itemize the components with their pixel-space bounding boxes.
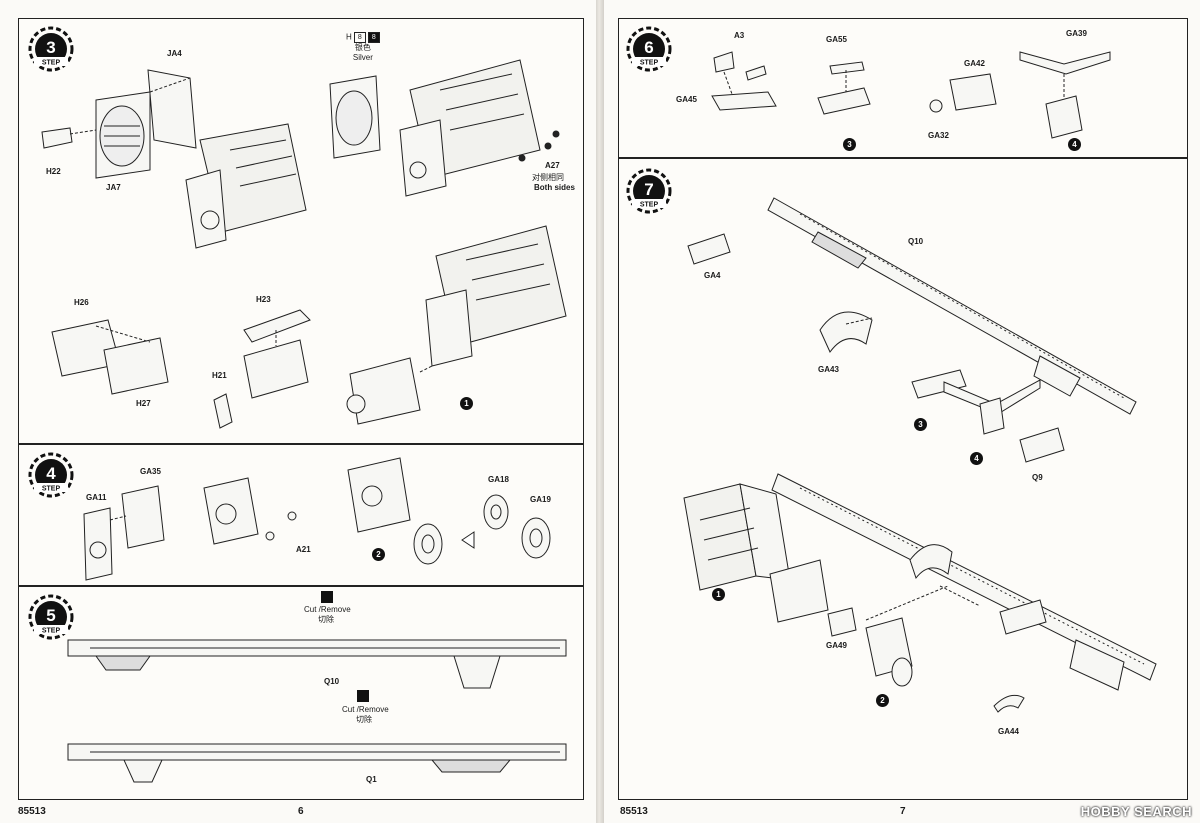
step5-badge: 5 STEP: [28, 594, 74, 640]
cut-remove-cn-2: 切除: [356, 715, 372, 724]
part-label-GA49: GA49: [826, 641, 847, 650]
both-sides-en: Both sides: [534, 183, 575, 192]
step7-number: 7: [644, 180, 653, 199]
part-label-H22: H22: [46, 167, 61, 176]
part-label-A27: A27: [545, 161, 560, 170]
step7-badge: 7 STEP: [626, 168, 672, 214]
paint-name-en: Silver: [352, 53, 373, 62]
part-label-H26: H26: [74, 298, 89, 307]
step6-panel: [618, 18, 1188, 158]
part-label-GA18: GA18: [488, 475, 509, 484]
part-label-A3: A3: [734, 31, 745, 40]
step3-number: 3: [46, 38, 55, 57]
cut-remove-en-2: Cut /Remove: [342, 705, 389, 714]
book-gutter: [596, 0, 604, 823]
step4-step-word: STEP: [42, 486, 61, 493]
step4-number: 4: [46, 464, 56, 483]
part-label-GA35: GA35: [140, 467, 161, 476]
subassembly-marker-4-step6: 4: [1068, 138, 1081, 151]
cut-remove-cn-1: 切除: [318, 615, 334, 624]
subassembly-marker-2-step7: 2: [876, 694, 889, 707]
part-label-GA43: GA43: [818, 365, 839, 374]
paint-letter: H: [346, 32, 352, 42]
part-label-JA7: JA7: [106, 183, 121, 192]
part-label-JA4: JA4: [167, 49, 182, 58]
step7-step-word: STEP: [640, 202, 659, 209]
paint-name-cn: 银色: [354, 43, 371, 52]
subassembly-marker-3-step7: 3: [914, 418, 927, 431]
step3-badge: 3 STEP: [28, 26, 74, 72]
step6-badge: 6 STEP: [626, 26, 672, 72]
part-label-H23: H23: [256, 295, 271, 304]
part-label-GA11: GA11: [86, 493, 107, 502]
part-label-GA45: GA45: [676, 95, 697, 104]
part-label-GA44: GA44: [998, 727, 1019, 736]
part-label-GA55: GA55: [826, 35, 847, 44]
part-label-Q10-left: Q10: [324, 677, 340, 686]
subassembly-marker-1-step7: 1: [712, 588, 725, 601]
product-code-left: 85513: [18, 806, 46, 817]
step5-step-word: STEP: [42, 628, 61, 635]
subassembly-marker-2: 2: [372, 548, 385, 561]
hobby-search-watermark: HOBBY SEARCH: [1080, 804, 1192, 819]
step5-drawings: [67, 591, 567, 783]
subassembly-marker-1: 1: [460, 397, 473, 410]
part-label-Q10-right: Q10: [908, 237, 924, 246]
part-label-GA32: GA32: [928, 131, 949, 140]
part-label-Q1: Q1: [366, 775, 377, 784]
cut-remove-en-1: Cut /Remove: [304, 605, 351, 614]
subassembly-marker-4-step7: 4: [970, 452, 983, 465]
part-label-A21: A21: [296, 545, 311, 554]
paint-chip-2: 8: [367, 32, 380, 43]
part-label-GA39: GA39: [1066, 29, 1087, 38]
part-label-GA42: GA42: [964, 59, 985, 68]
part-label-H21: H21: [212, 371, 227, 380]
step4-drawings: [83, 457, 551, 581]
part-label-GA4: GA4: [704, 271, 721, 280]
step3-step-word: STEP: [42, 60, 61, 67]
step7-panel: [618, 158, 1188, 800]
step6-step-word: STEP: [640, 60, 659, 67]
subassembly-marker-3-step6: 3: [843, 138, 856, 151]
page-number-left: 6: [298, 806, 304, 817]
step5-number: 5: [46, 606, 55, 625]
product-code-right: 85513: [620, 806, 648, 817]
part-label-Q9: Q9: [1032, 473, 1043, 482]
part-label-GA19: GA19: [530, 495, 551, 504]
part-label-H27: H27: [136, 399, 151, 408]
step6-number: 6: [644, 38, 653, 57]
step3-drawings: [41, 59, 567, 429]
both-sides-cn: 对侧相同: [532, 173, 564, 182]
step4-badge: 4 STEP: [28, 452, 74, 498]
page-number-right: 7: [900, 806, 906, 817]
